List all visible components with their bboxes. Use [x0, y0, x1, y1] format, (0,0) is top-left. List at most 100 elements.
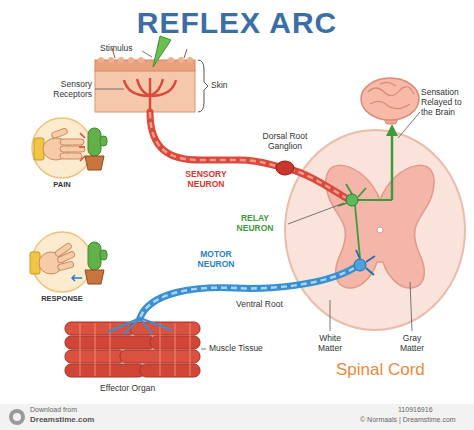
pain-hand [88, 128, 101, 156]
watermark-bar [0, 404, 474, 430]
motor-neuron [140, 268, 354, 318]
sensory-neuron [150, 112, 346, 198]
leader-lines [330, 300, 331, 331]
relay-neuron [338, 184, 392, 206]
watermark-bar [9, 409, 25, 425]
brain [368, 82, 414, 108]
muscle-tissue [140, 364, 200, 377]
motor-endplates [108, 318, 172, 334]
stimulus-thorn [153, 36, 171, 67]
watermark-text-slot: Download from [30, 406, 77, 414]
effector-label-slot: Effector Organ [100, 384, 155, 394]
response-hand [72, 275, 82, 281]
diagram-title: REFLEX ARC [0, 6, 474, 40]
ventral-root-label-slot: Ventral Root [236, 300, 283, 310]
motor-neuron [140, 250, 375, 318]
relay-neuron [338, 184, 392, 258]
relay-neuron [346, 194, 358, 206]
gray-matter [377, 227, 383, 233]
pain-hand [60, 139, 84, 145]
response-hand [88, 242, 101, 270]
ascending-arrow [391, 134, 394, 200]
sensory-neuron [150, 112, 346, 198]
brain-note: Sensation Relayed to the Brain [421, 88, 471, 117]
watermark-credit: © Normaals | Dreamstime.com [360, 416, 456, 424]
ventral-root-label: Ventral Root [236, 300, 283, 310]
muscle-tissue [65, 322, 200, 377]
motor-neuron-label-slot: MOTOR NEURON [188, 250, 244, 270]
gray-matter [326, 165, 434, 288]
brain [361, 78, 419, 120]
watermark-bar [13, 413, 21, 421]
muscle-label-slot: Muscle Tissue [209, 344, 263, 354]
skin-block [108, 57, 114, 63]
skin-block [168, 57, 174, 63]
skin-block [178, 57, 184, 63]
sensory-receptors [124, 78, 176, 112]
brain [361, 78, 419, 124]
skin-block [138, 57, 144, 63]
gray-matter-label: Gray Matter [390, 334, 434, 354]
response-hand [85, 270, 104, 284]
skin-block [95, 70, 195, 112]
receptor-label: Sensory Receptors [30, 80, 92, 100]
pain-hand [85, 156, 104, 170]
white-matter-label: White Matter [308, 334, 352, 354]
receptor-label-slot: Sensory Receptors [30, 80, 92, 100]
skin-block [128, 57, 134, 63]
muscle-label: Muscle Tissue [209, 344, 263, 354]
response-hand [100, 250, 107, 260]
sensory-receptors [124, 78, 176, 112]
response-label-slot: RESPONSE [27, 295, 97, 304]
watermark-text-slot: Dreamstime.com [30, 415, 94, 424]
skin-block [118, 57, 124, 63]
pain-hand [100, 136, 107, 146]
ascending-arrow [386, 124, 398, 200]
relay-neuron [355, 205, 360, 258]
leader-lines [95, 89, 124, 90]
spinal-cord-label-slot: Spinal Cord [336, 360, 425, 380]
gray-matter [326, 165, 434, 288]
response-hand [32, 232, 92, 292]
response-label: RESPONSE [27, 295, 97, 304]
leader-lines [142, 51, 152, 57]
ascending-arrow [386, 124, 398, 136]
motor-neuron [140, 268, 354, 318]
skin-bracket [198, 60, 208, 112]
motor-neuron [354, 259, 366, 271]
effector-label: Effector Organ [100, 384, 155, 394]
relay-neuron-label: RELAY NEURON [228, 214, 282, 234]
sensory-neuron-label: SENSORY NEURON [178, 170, 234, 190]
muscle-tissue [80, 323, 190, 376]
leader-lines [288, 203, 344, 224]
leader-lines [201, 349, 206, 350]
leader-lines [398, 112, 420, 138]
watermark-text: Download from [30, 406, 77, 414]
skin-block [98, 57, 104, 63]
skin-block [95, 48, 195, 112]
spinal-cord-label: Spinal Cord [336, 360, 425, 380]
motor-endplates [108, 318, 172, 334]
dorsal-root-ganglion [276, 161, 294, 175]
muscle-tissue [65, 364, 145, 377]
stimulus-thorn [153, 36, 171, 67]
response-hand [57, 261, 74, 271]
skin-label-slot: Skin [211, 81, 228, 91]
skin-block [187, 57, 193, 63]
ganglion-label-slot: Dorsal Root Ganglion [256, 132, 314, 152]
pain-hand [32, 118, 92, 178]
pain-label-slot: PAIN [32, 181, 92, 190]
ganglion-label: Dorsal Root Ganglion [256, 132, 314, 152]
stimulus-label: Stimulus [100, 44, 133, 54]
relay-neuron-label-slot: RELAY NEURON [228, 214, 282, 234]
stimulus-label-slot: Stimulus [100, 44, 133, 54]
spinal-cord [285, 130, 465, 330]
sensory-neuron [150, 112, 346, 198]
brain-note-slot: Sensation Relayed to the Brain [421, 88, 471, 117]
pain-label: PAIN [32, 181, 92, 190]
watermark-id: 110916916 [398, 406, 433, 414]
skin-bracket [198, 60, 208, 112]
skin-block [184, 49, 187, 58]
